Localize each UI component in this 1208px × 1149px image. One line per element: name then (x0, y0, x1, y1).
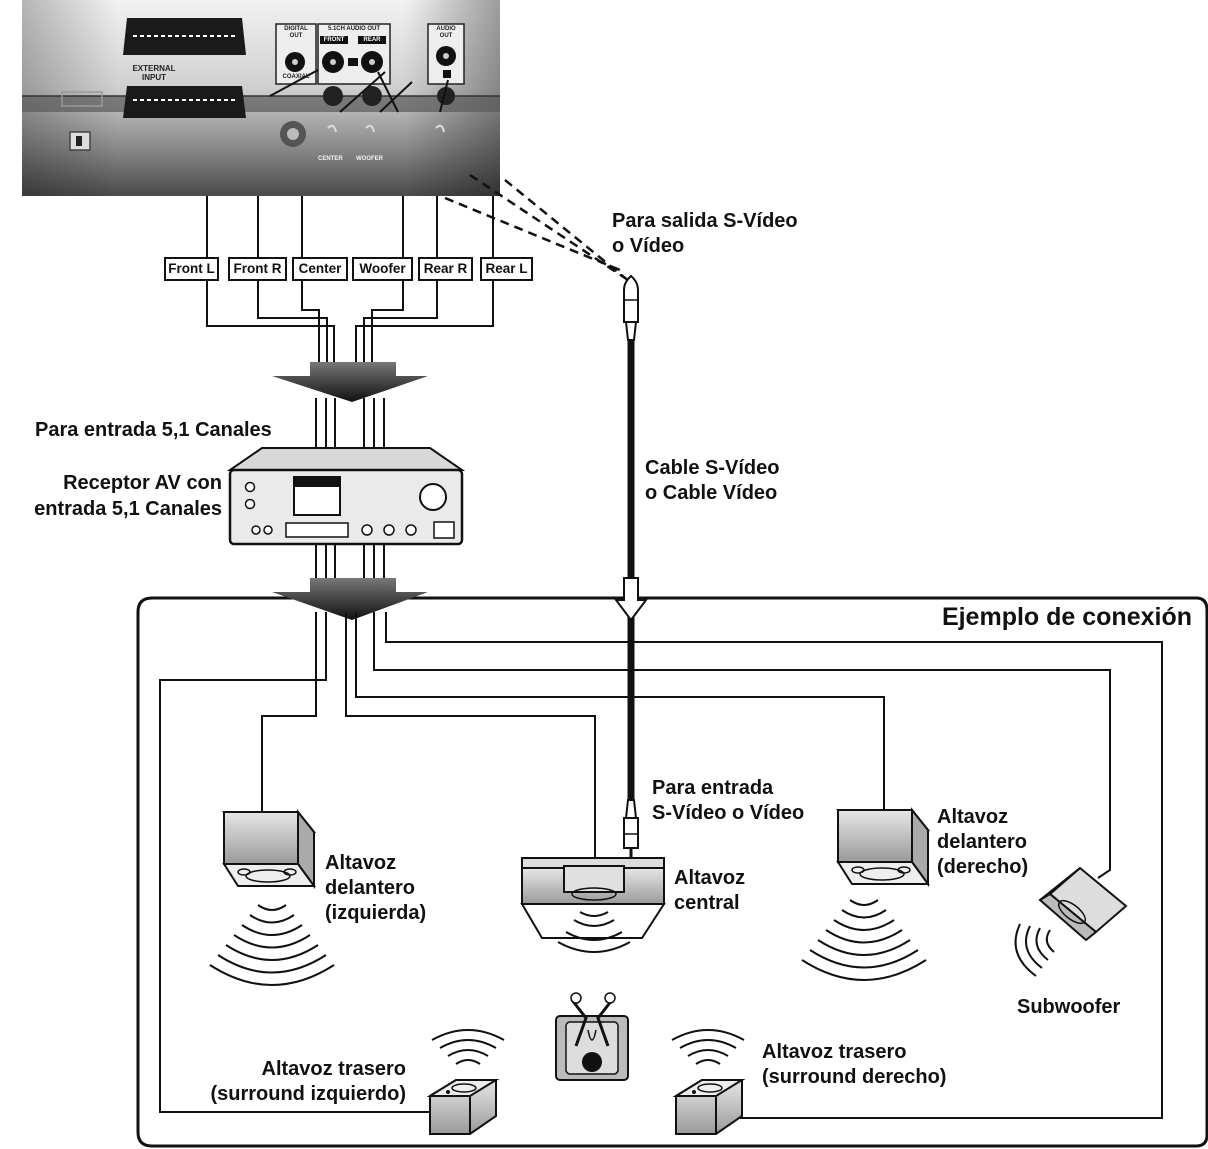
listener-icon (555, 992, 629, 1081)
subwoofer-icon (1038, 866, 1128, 942)
av-receiver-icon (226, 447, 466, 546)
scart-connector-icon (123, 18, 246, 55)
audio-cables-mid (315, 398, 385, 450)
coaxial-jack-icon (285, 52, 305, 72)
cable-tag-front-r: Front R (228, 257, 287, 281)
sound-waves-icon (209, 904, 335, 986)
video-cable (614, 274, 648, 858)
panel-label-front: FRONT (323, 37, 345, 43)
panel-label-rear: REAR (363, 37, 381, 43)
cable-tag-front-l: Front L (164, 257, 219, 281)
audio-cables-top (206, 196, 494, 370)
front-right-speaker-icon (836, 807, 931, 888)
down-arrow-icon (272, 578, 428, 620)
front-r-jack-icon (323, 86, 343, 106)
label-receiver: Receptor AV con entrada 5,1 Canales (34, 472, 222, 520)
rear-jack-icon (361, 51, 383, 73)
center-speaker-icon (520, 857, 666, 939)
label-front-right-speaker: Altavoz delantero (derecho) (937, 806, 1029, 878)
sound-waves-icon (431, 1029, 505, 1065)
down-arrow-icon (272, 362, 428, 402)
component-jack-icon (280, 121, 306, 147)
label-video-in: Para entrada S-Vídeo o Vídeo (652, 777, 805, 824)
sound-waves-icon (801, 899, 927, 981)
front-left-speaker-icon (222, 809, 317, 890)
panel-label-digital-out: DIGITAL OUT (284, 26, 308, 39)
panel-label-external-input: EXTERNAL INPUT (132, 64, 176, 82)
scart-connector-icon (123, 86, 246, 118)
panel-label-center: CENTER (318, 156, 343, 162)
panel-label-woofer: WOOFER (356, 156, 383, 162)
panel-label-51-audio-out: 5.1CH AUDIO OUT (327, 26, 381, 32)
rear-r-jack-icon (362, 86, 382, 106)
label-rear-left-speaker: Altavoz trasero (surround izquierdo) (210, 1058, 406, 1105)
label-subwoofer: Subwoofer (1017, 996, 1121, 1018)
audio-out-jack-icon (436, 46, 456, 66)
example-frame (136, 596, 1208, 1148)
label-center-speaker: Altavoz central (674, 867, 746, 914)
label-front-left-speaker: Altavoz delantero (izquierda) (325, 852, 427, 924)
front-jack-icon (322, 51, 344, 73)
label-input-51: Para entrada 5,1 Canales (35, 419, 272, 441)
cable-tag-center: Center (292, 257, 348, 281)
audio-out-r-jack-icon (437, 87, 455, 105)
label-rear-right-speaker: Altavoz trasero (surround derecho) (762, 1041, 947, 1088)
cable-tag-rear-r: Rear R (418, 257, 473, 281)
speaker-wires (159, 612, 1163, 1119)
sound-waves-icon (1014, 923, 1055, 977)
rear-right-speaker-icon (672, 1079, 746, 1135)
cable-tag-rear-l: Rear L (480, 257, 533, 281)
label-video-out: Para salida S-Vídeo o Vídeo (612, 210, 798, 257)
panel-label-audio-out: AUDIO OUT (436, 26, 456, 39)
panel-label-coaxial: COAXIAL (282, 74, 310, 80)
rear-left-speaker-icon (426, 1079, 500, 1135)
player-back-panel (22, 0, 500, 196)
label-cable: Cable S-Vídeo o Cable Vídeo (645, 457, 780, 504)
example-title: Ejemplo de conexión (941, 603, 1192, 631)
sound-waves-icon (557, 911, 631, 953)
sound-waves-icon (671, 1029, 745, 1065)
video-dashed-lines (444, 173, 631, 283)
cable-tag-woofer: Woofer (352, 257, 413, 281)
